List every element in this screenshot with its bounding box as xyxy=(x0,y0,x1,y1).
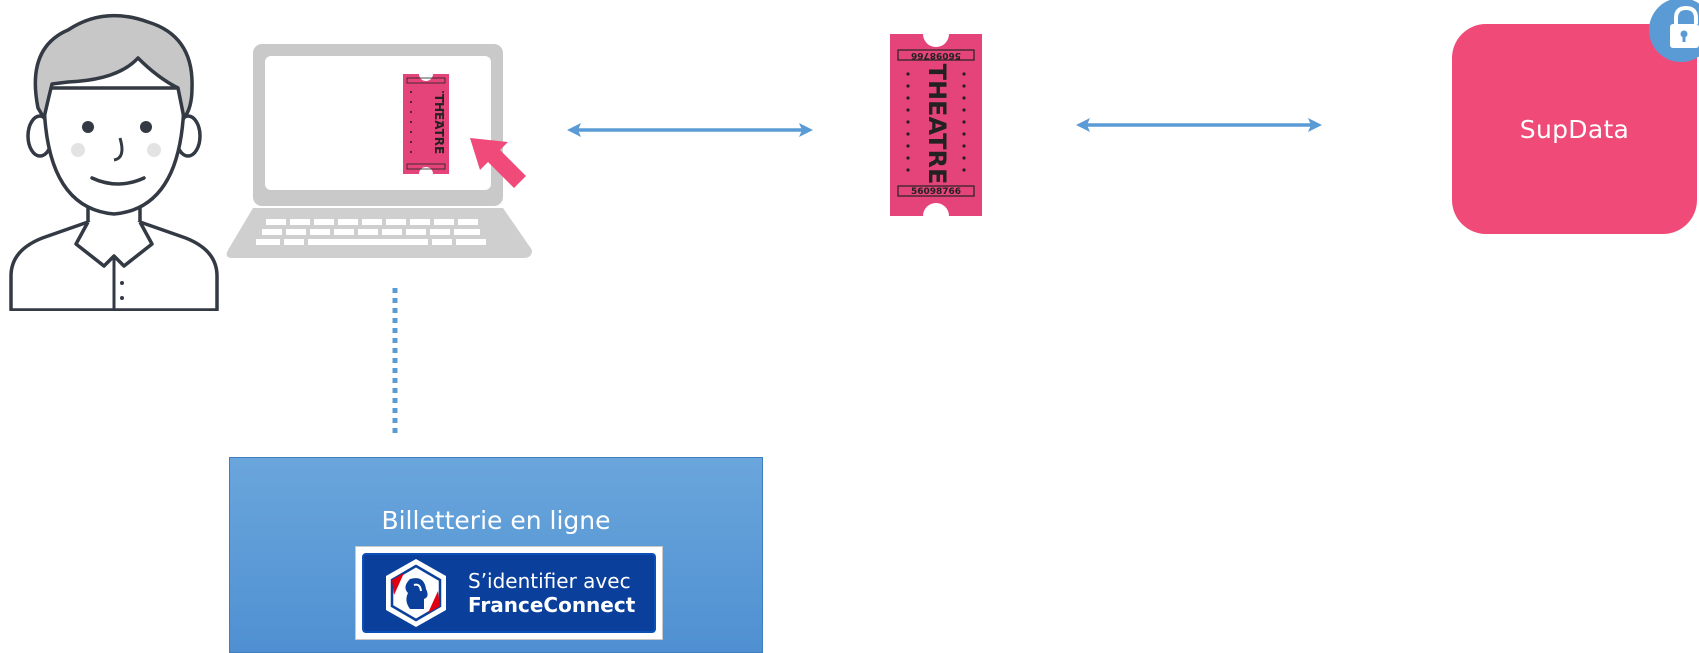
franceconnect-line1: S’identifier avec xyxy=(468,569,631,593)
ticket-serial-inverted: 56098766 xyxy=(911,50,961,60)
arrow-laptop-ticket xyxy=(567,120,813,140)
franceconnect-button[interactable]: S’identifier avec FranceConnect xyxy=(355,546,663,640)
ticket-small-word: THEATRE xyxy=(432,94,446,154)
dotted-connector xyxy=(391,288,399,434)
supdata-label: SupData xyxy=(1519,114,1630,144)
franceconnect-line2: FranceConnect xyxy=(468,593,636,617)
cursor-arrow-icon xyxy=(468,136,532,192)
ticket-word: THEATRE xyxy=(923,64,951,185)
marianne-logo-icon xyxy=(380,557,452,629)
ticket-large-icon: 56098766 56098766 THEATRE xyxy=(890,34,982,216)
billetterie-title: Billetterie en ligne xyxy=(381,506,611,535)
arrow-ticket-supdata xyxy=(1076,115,1322,135)
supdata-box: SupData xyxy=(1452,24,1697,234)
user-avatar xyxy=(8,8,220,311)
ticket-serial: 56098766 xyxy=(911,187,961,197)
lock-icon xyxy=(1648,0,1699,62)
billetterie-panel: Billetterie en ligne S’identifier avec F… xyxy=(229,457,763,653)
ticket-small-icon: THEATRE xyxy=(401,74,451,174)
franceconnect-button-inner: S’identifier avec FranceConnect xyxy=(362,553,656,633)
